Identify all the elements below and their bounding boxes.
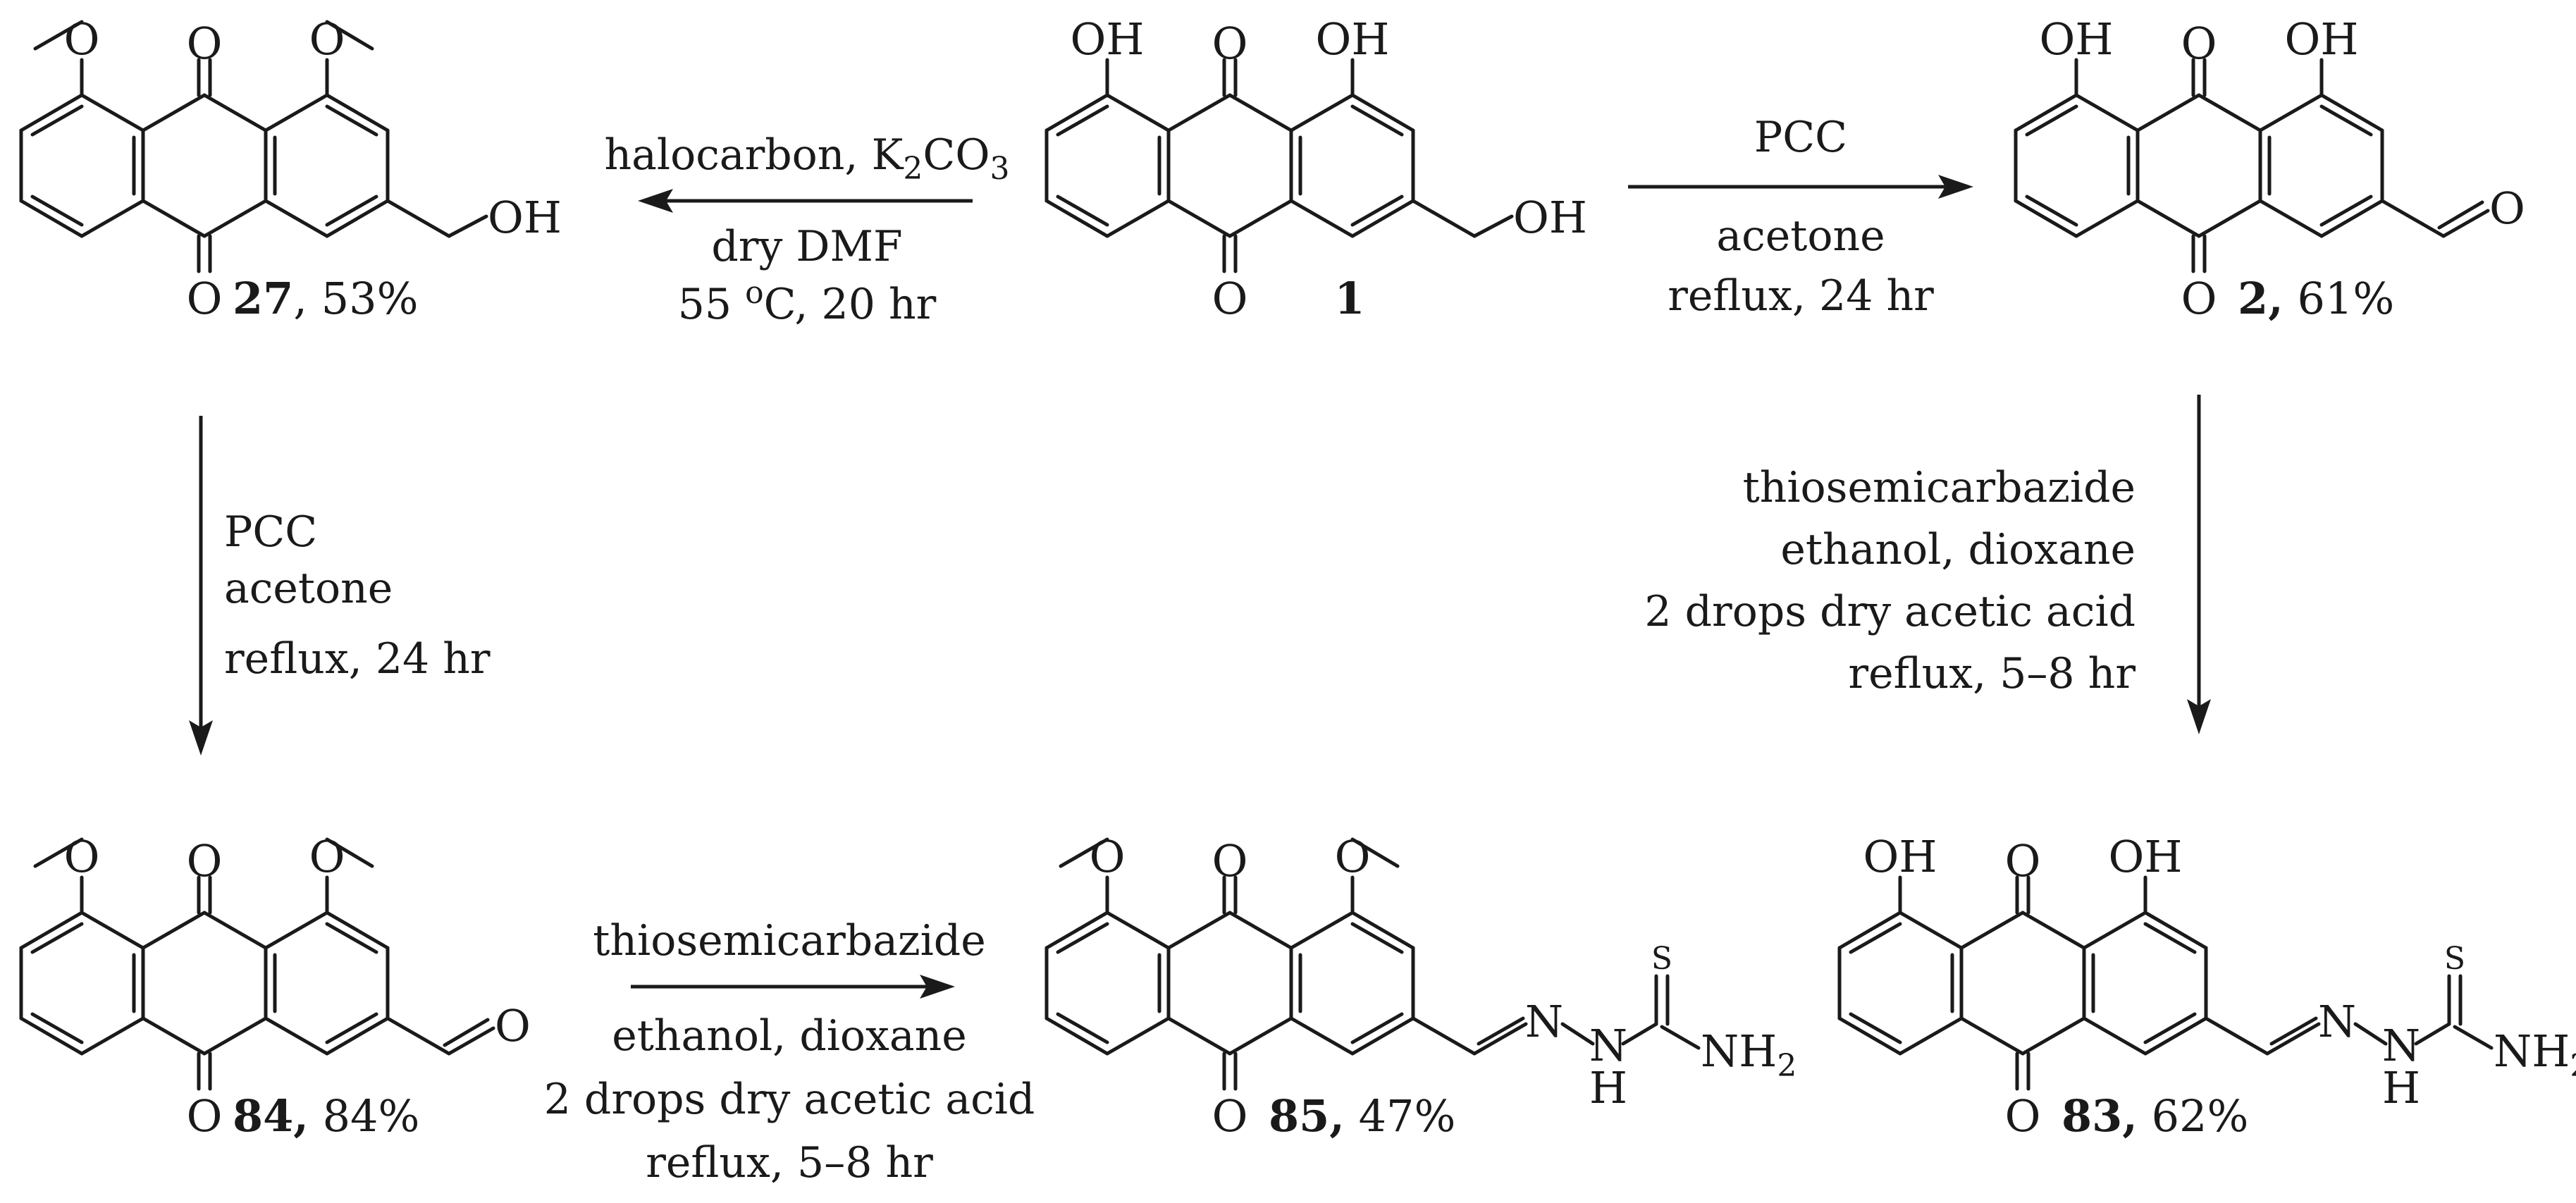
carbonyl-o-bottom: O <box>2005 1090 2041 1142</box>
condition-time: reflux, 5–8 hr <box>1848 649 2136 698</box>
condition-catalyst: 2 drops dry acetic acid <box>544 1075 1035 1124</box>
carbonyl-o-bottom: O <box>1212 1090 1248 1142</box>
carbonyl-o-top: O <box>187 835 223 887</box>
compound-yield: 61% <box>2284 273 2395 324</box>
aldehyde-o: O <box>495 1000 531 1051</box>
compound-number: 1 <box>1334 273 1364 324</box>
arrow-2-to-83 <box>2187 395 2211 734</box>
carbonyl-o-bottom: O <box>187 1090 223 1142</box>
compound-2: OH OH O O O 2, 61% <box>2016 13 2525 324</box>
methoxy-o-left: O <box>64 13 100 65</box>
compound-yield: 47% <box>1345 1090 1456 1142</box>
compound-27: O O O O OH 27, 53% <box>21 13 562 324</box>
condition-solvent: dry DMF <box>711 222 902 271</box>
condition-catalyst: 2 drops dry acetic acid <box>1644 587 2136 636</box>
hydroxyl-right: OH <box>1316 13 1390 65</box>
compound-yield: , 53% <box>293 273 418 324</box>
hydroxyl-right: OH <box>2285 13 2359 65</box>
carbonyl-o-top: O <box>187 18 223 69</box>
hydrazine-n: N <box>2382 1020 2420 1071</box>
compound-number: 27 <box>233 273 293 324</box>
arrow-1-to-27 <box>638 189 973 213</box>
compound-1: OH OH O O OH 1 <box>1047 13 1587 324</box>
methoxy-o-right: O <box>309 831 345 882</box>
compound-number: 84, <box>233 1090 309 1142</box>
compound-label: 84, 84% <box>233 1090 419 1142</box>
condition-reagents-sub2: 3 <box>990 151 1010 187</box>
carbonyl-o-bottom: O <box>2181 273 2217 324</box>
condition-reagents-sub1: 2 <box>903 151 923 187</box>
carbonyl-o-top: O <box>1212 835 1248 887</box>
condition-temp-value: 55 <box>678 280 745 329</box>
compound-number: 85, <box>1269 1090 1345 1142</box>
thione-s: S <box>2444 941 2465 977</box>
compound-number: 2, <box>2238 273 2284 324</box>
methoxy-o-right: O <box>1335 831 1371 882</box>
arrow-27-to-84 <box>189 416 213 755</box>
imine-n: N <box>2318 996 2356 1047</box>
compound-yield: 62% <box>2138 1090 2249 1142</box>
hydrazine-h: H <box>1589 1062 1627 1113</box>
condition-time: reflux, 24 hr <box>1668 271 1934 321</box>
condition-temp-degree: o <box>745 275 764 311</box>
amine-nh: NH <box>2494 1025 2570 1077</box>
amine-group: NH2 <box>2494 1025 2576 1084</box>
thione-s: S <box>1651 941 1672 977</box>
carbonyl-o-bottom: O <box>1212 273 1248 324</box>
hydroxyl-left: OH <box>2040 13 2114 65</box>
compound-label: 27, 53% <box>233 273 419 324</box>
condition-solvent: acetone <box>1716 211 1885 261</box>
amine-subscript: 2 <box>1777 1048 1797 1084</box>
hydroxyl-left: OH <box>1071 13 1145 65</box>
condition-solvent: acetone <box>224 564 393 613</box>
condition-reagent: PCC <box>224 507 317 557</box>
imine-n: N <box>1525 996 1563 1047</box>
condition-reagent: thiosemicarbazide <box>1743 463 2136 512</box>
aldehyde-o: O <box>2489 183 2525 234</box>
carbonyl-o-bottom: O <box>187 273 223 324</box>
hydrazine-h: H <box>2382 1062 2420 1113</box>
condition-reagent: thiosemicarbazide <box>593 916 985 966</box>
compound-84: O O O O O 84, 84% <box>21 831 531 1142</box>
condition-reagents: halocarbon, K2CO3 <box>604 130 1009 187</box>
carbonyl-o-top: O <box>2181 18 2217 69</box>
compound-85: O O O O N N H S NH2 85, 47% <box>1047 831 1797 1142</box>
carbonyl-o-top: O <box>2005 835 2041 887</box>
hydroxyl-label: OH <box>488 192 562 243</box>
arrow-84-to-85 <box>631 975 955 999</box>
hydroxyl-right: OH <box>2109 831 2183 882</box>
compound-label: 85, 47% <box>1269 1090 1455 1142</box>
compound-label: 2, 61% <box>2238 273 2394 324</box>
compound-number: 83, <box>2062 1090 2138 1142</box>
amine-group: NH2 <box>1701 1025 1797 1084</box>
methoxy-o-left: O <box>64 831 100 882</box>
amine-nh: NH <box>1701 1025 1777 1077</box>
compound-label: 83, 62% <box>2062 1090 2248 1142</box>
compound-83: OH OH O O N N H S NH2 83, 62% <box>1839 831 2576 1142</box>
methoxy-o-left: O <box>1090 831 1126 882</box>
hydrazine-n: N <box>1589 1020 1627 1071</box>
hydroxyl-label: OH <box>1513 192 1587 243</box>
amine-subscript: 2 <box>2570 1048 2576 1084</box>
carbonyl-o-top: O <box>1212 18 1248 69</box>
methoxy-o-right: O <box>309 13 345 65</box>
condition-time: reflux, 24 hr <box>224 634 491 684</box>
condition-temperature: 55 oC, 20 hr <box>678 275 937 329</box>
arrow-1-to-2 <box>1628 175 1973 199</box>
condition-solvent: ethanol, dioxane <box>1780 525 2136 574</box>
condition-temp-rest: C, 20 hr <box>764 280 937 329</box>
condition-reagents-main: halocarbon, K <box>604 130 904 180</box>
condition-reagents-mid: CO <box>923 130 990 180</box>
hydroxyl-left: OH <box>1863 831 1937 882</box>
condition-reagent: PCC <box>1754 113 1847 162</box>
compound-yield: 84% <box>309 1090 420 1142</box>
condition-time: reflux, 5–8 hr <box>646 1138 933 1187</box>
condition-solvent: ethanol, dioxane <box>612 1011 967 1061</box>
